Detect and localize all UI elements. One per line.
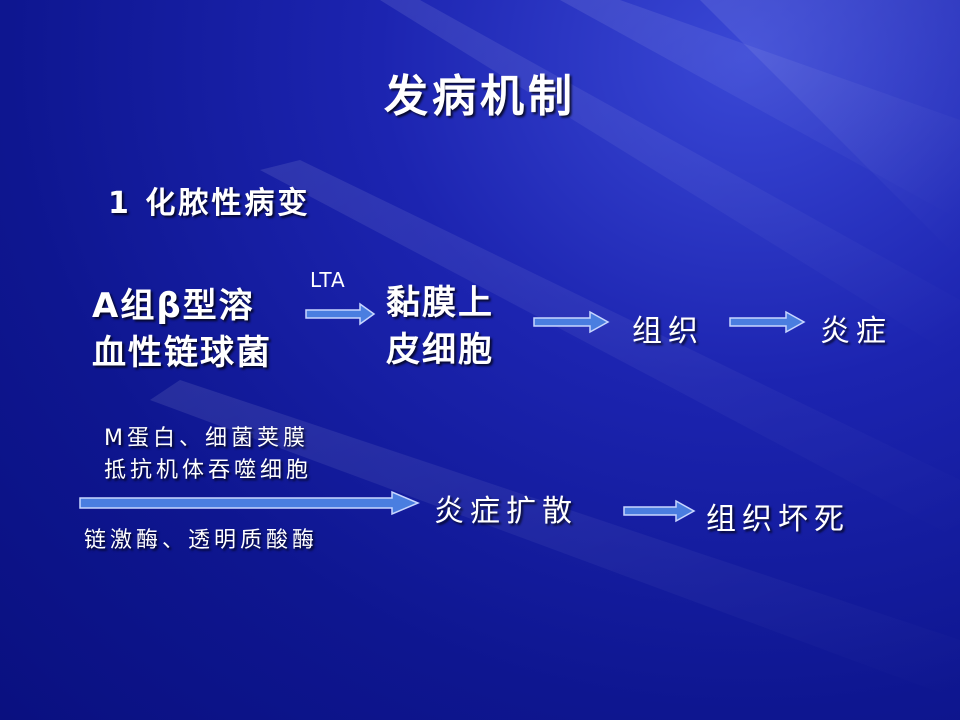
factor-line3: 链激酶、透明质酸酶 [84,528,319,553]
page-title: 发病机制 [384,71,576,122]
arrow-icon [79,490,420,516]
section-heading: 1 化脓性病变 [108,186,311,221]
node-tissue: 组织 [632,314,704,349]
arrow-icon [623,499,696,523]
target-label-line2: 皮细胞 [386,330,494,370]
factor-line2: 抵抗机体吞噬细胞 [104,458,313,483]
source-label-line1: A组β型溶 [92,286,255,326]
arrow-icon [729,310,806,334]
source-label-line2: 血性链球菌 [92,333,272,373]
node-inflammation-spread: 炎症扩散 [434,494,578,529]
arrow-icon [305,302,376,326]
factor-line1: M蛋白、细菌荚膜 [104,426,309,451]
arrow-icon [533,310,610,334]
target-label-line1: 黏膜上 [386,283,494,323]
node-inflammation: 炎症 [820,314,892,349]
lta-label: LTA [310,268,346,292]
node-tissue-necrosis: 组织坏死 [706,502,850,537]
